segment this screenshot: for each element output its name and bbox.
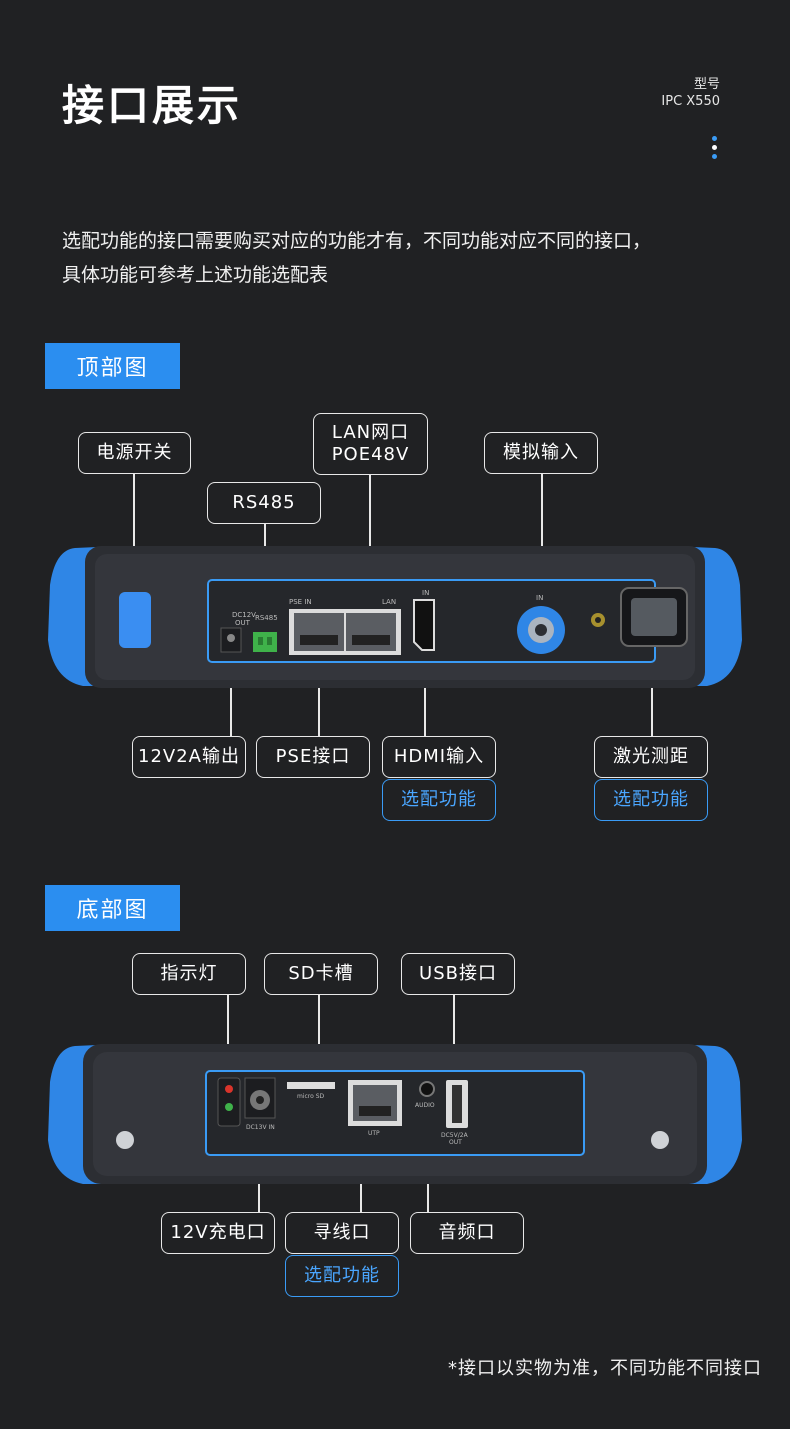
label-charge-port: 12V充电口 xyxy=(161,1212,275,1254)
line-laser xyxy=(651,640,653,737)
usb-device-text-2: OUT xyxy=(449,1139,462,1146)
label-indicator: 指示灯 xyxy=(132,953,246,995)
utp-device-text: UTP xyxy=(368,1130,380,1137)
label-lan-line2: POE48V xyxy=(331,444,410,465)
bnc-in-device-text: IN xyxy=(536,594,543,602)
line-analog xyxy=(541,474,543,596)
audio-device-text: AUDIO xyxy=(415,1102,435,1109)
label-lan-line1: LAN网口 xyxy=(331,422,410,443)
intro-line-1: 选配功能的接口需要购买对应的功能才有，不同功能对应不同的接口， xyxy=(62,230,652,252)
usb-device-text-1: DC5V/2A xyxy=(441,1132,469,1139)
label-tracer-port: 寻线口 xyxy=(285,1212,399,1254)
label-sd-slot: SD卡槽 xyxy=(264,953,378,995)
label-pse: PSE接口 xyxy=(256,736,370,778)
bottom-view-tag: 底部图 xyxy=(45,885,180,931)
dc-out-text-1: DC12V xyxy=(232,611,256,619)
label-lan: LAN网口 POE48V xyxy=(313,413,428,475)
label-laser-optional: 选配功能 xyxy=(594,779,708,821)
label-audio-port: 音频口 xyxy=(410,1212,524,1254)
page-title: 接口展示 xyxy=(62,81,243,130)
line-12v-out xyxy=(230,652,232,737)
pse-in-device-text: PSE IN xyxy=(289,598,312,606)
label-usb: USB接口 xyxy=(401,953,515,995)
label-rs485: RS485 xyxy=(207,482,321,524)
line-lan xyxy=(369,474,371,594)
lan-device-text: LAN xyxy=(382,598,396,606)
intro-line-2: 具体功能可参考上述功能选配表 xyxy=(62,264,329,286)
top-device-illustration: DC12V OUT RS485 PSE IN LAN IN IN xyxy=(48,546,742,688)
footnote: *接口以实物为准，不同功能不同接口 xyxy=(448,1358,762,1379)
label-power-switch: 电源开关 xyxy=(78,432,191,474)
label-hdmi-optional: 选配功能 xyxy=(382,779,496,821)
dots-decoration-icon xyxy=(710,136,718,163)
rs485-device-text: RS485 xyxy=(255,614,278,622)
label-tracer-optional: 选配功能 xyxy=(285,1255,399,1297)
line-hdmi xyxy=(424,652,426,737)
model-info: 型号 IPC X550 xyxy=(661,76,720,110)
micro-sd-device-text: micro SD xyxy=(297,1093,325,1100)
model-name: IPC X550 xyxy=(661,94,720,109)
hdmi-in-device-text: IN xyxy=(422,589,429,597)
label-hdmi: HDMI输入 xyxy=(382,736,496,778)
label-12v-output: 12V2A输出 xyxy=(132,736,246,778)
dc-in-device-text: DC13V IN xyxy=(246,1124,275,1131)
line-sd xyxy=(318,995,320,1080)
label-analog-input: 模拟输入 xyxy=(484,432,598,474)
line-indicator xyxy=(227,995,229,1090)
dc-out-text-2: OUT xyxy=(235,619,251,627)
line-usb xyxy=(453,995,455,1083)
model-label: 型号 xyxy=(693,77,720,92)
intro-text: 选配功能的接口需要购买对应的功能才有，不同功能对应不同的接口， 具体功能可参考上… xyxy=(62,224,742,292)
line-pse xyxy=(318,652,320,737)
label-laser: 激光测距 xyxy=(594,736,708,778)
line-power xyxy=(133,474,135,594)
top-view-tag: 顶部图 xyxy=(45,343,180,389)
bottom-device-illustration: DC13V IN micro SD UTP AUDIO DC5V/2A OUT xyxy=(48,1044,742,1184)
